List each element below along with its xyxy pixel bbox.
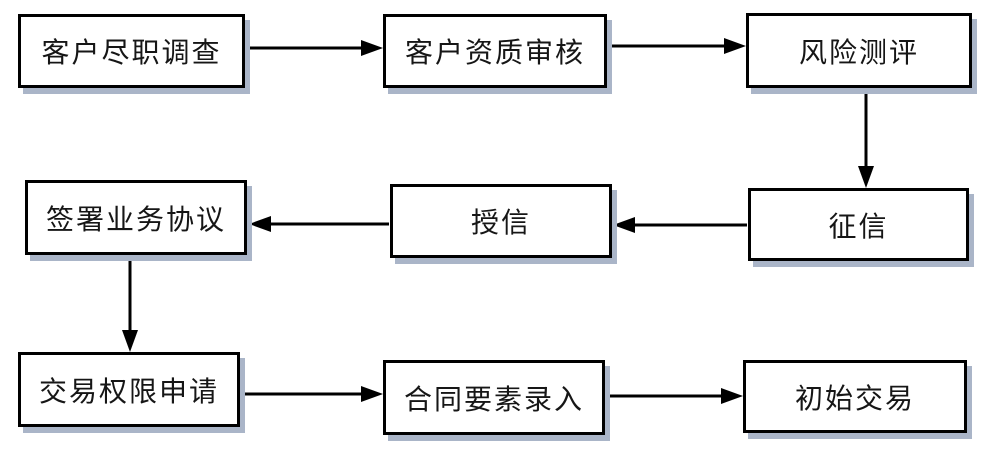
node-trading-permission-application: 交易权限申请: [18, 352, 240, 427]
node-initial-trade: 初始交易: [743, 360, 967, 433]
node-label: 合同要素录入: [403, 382, 584, 416]
node-label: 授信: [470, 206, 531, 239]
node-label: 风险测评: [798, 35, 919, 69]
arrow-credit-check-to-credit-granting-icon: [613, 217, 747, 233]
arrow-qualification-to-risk-assessment-icon: [608, 38, 746, 54]
node-label: 初始交易: [794, 381, 915, 415]
node-sign-business-agreement: 签署业务协议: [25, 180, 247, 255]
node-label: 交易权限申请: [38, 374, 219, 408]
node-contract-elements-entry: 合同要素录入: [383, 360, 605, 435]
arrow-permission-to-contract-entry-icon: [242, 386, 383, 402]
node-credit-check: 征信: [748, 188, 969, 261]
arrow-credit-granting-to-agreement-icon: [249, 216, 389, 232]
arrow-contract-entry-to-initial-trade-icon: [606, 388, 743, 404]
node-credit-granting: 授信: [390, 184, 612, 258]
arrow-agreement-to-permission-icon: [122, 257, 138, 352]
node-label: 签署业务协议: [45, 202, 226, 236]
node-label: 客户资质审核: [404, 36, 585, 69]
arrow-due-diligence-to-qualification-icon: [247, 40, 383, 56]
node-risk-assessment: 风险测评: [746, 13, 972, 88]
node-label: 客户尽职调查: [41, 36, 222, 69]
node-customer-due-diligence: 客户尽职调查: [18, 14, 245, 88]
arrow-risk-assessment-to-credit-check-icon: [858, 90, 874, 188]
node-label: 征信: [828, 209, 889, 243]
node-customer-qualification-review: 客户资质审核: [383, 14, 607, 88]
